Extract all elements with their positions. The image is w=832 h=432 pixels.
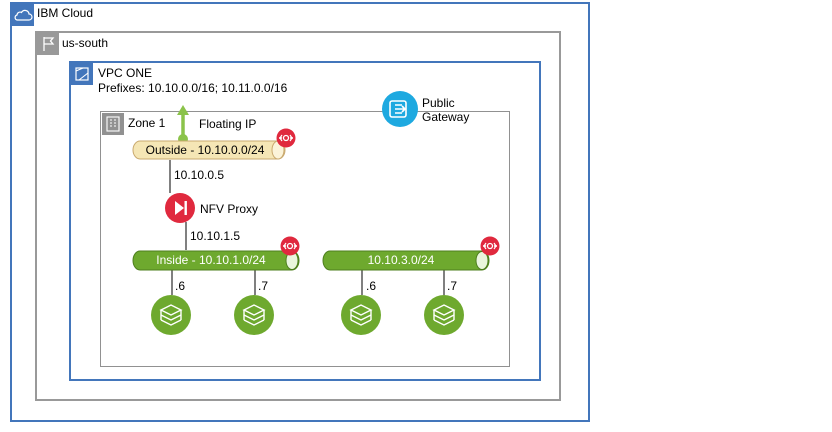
vpc-icon xyxy=(71,63,93,85)
vpc-title: VPC ONE xyxy=(98,66,153,80)
virtual-server-icon xyxy=(151,295,191,335)
cloud-label: IBM Cloud xyxy=(37,6,94,20)
subnet-10-10-3-label: 10.10.3.0/24 xyxy=(367,253,435,267)
virtual-server-icon xyxy=(341,295,381,335)
public-gateway-line1: Public xyxy=(422,96,455,110)
vpc-container xyxy=(69,61,541,381)
acl-icon xyxy=(280,236,300,256)
cloud-icon xyxy=(12,4,34,26)
acl-icon xyxy=(276,128,296,148)
nfv-proxy-label: NFV Proxy xyxy=(200,202,259,216)
public-gateway-line2: Gateway xyxy=(422,110,470,124)
zone-container xyxy=(100,111,510,367)
inside-subnet: Inside - 10.10.1.0/24 xyxy=(132,250,300,271)
public-gateway-icon xyxy=(382,91,418,127)
virtual-server-icon xyxy=(424,295,464,335)
acl-icon xyxy=(480,236,500,256)
subnet-10-10-3: 10.10.3.0/24 xyxy=(322,250,490,271)
building-icon xyxy=(102,113,124,135)
virtual-server-icon xyxy=(234,295,274,335)
region-label: us-south xyxy=(62,36,109,50)
nfv-ip-inside: 10.10.1.5 xyxy=(190,229,241,243)
instance-ip-label: .6 xyxy=(366,279,377,293)
outside-subnet-label: Outside - 10.10.0.0/24 xyxy=(145,143,265,157)
instance-ip-label: .7 xyxy=(258,279,269,293)
floating-ip-arrow xyxy=(177,105,189,144)
inside-subnet-label: Inside - 10.10.1.0/24 xyxy=(156,253,266,267)
ibm-cloud-container xyxy=(10,2,590,422)
nfv-proxy-icon xyxy=(165,193,195,223)
outside-subnet: Outside - 10.10.0.0/24 xyxy=(132,140,286,160)
flag-icon xyxy=(37,33,59,55)
region-container xyxy=(35,31,561,401)
instance-ip-label: .7 xyxy=(447,279,458,293)
zone-label: Zone 1 xyxy=(128,116,166,130)
nfv-ip-outside: 10.10.0.5 xyxy=(174,168,225,182)
vpc-prefixes: Prefixes: 10.10.0.0/16; 10.11.0.0/16 xyxy=(98,81,288,95)
instance-ip-label: .6 xyxy=(175,279,186,293)
floating-ip-label: Floating IP xyxy=(199,117,257,131)
